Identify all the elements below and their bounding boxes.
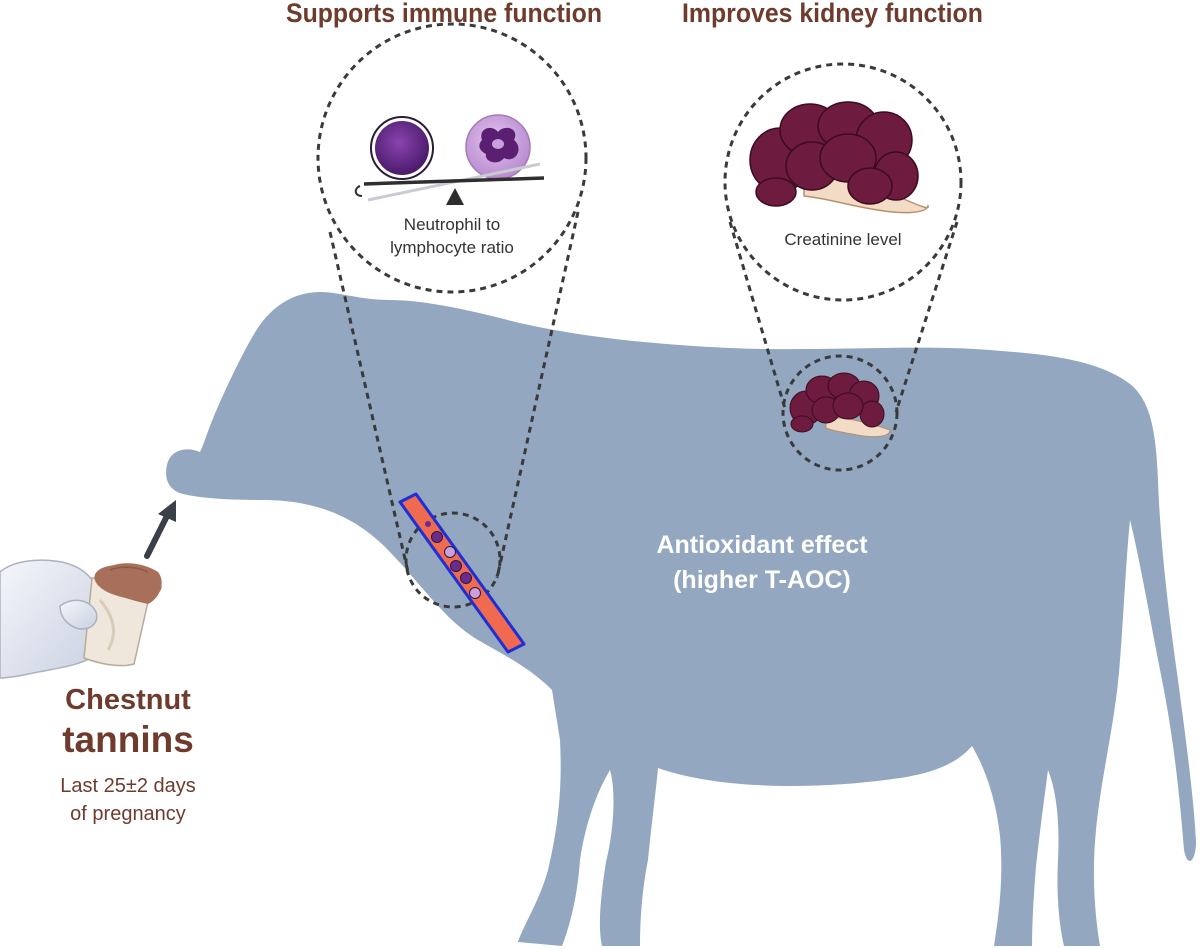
lymphocyte-icon bbox=[370, 116, 434, 180]
cow-silhouette-icon bbox=[166, 292, 1196, 946]
small-kidney-icon bbox=[789, 372, 891, 438]
kidney-icon bbox=[749, 101, 929, 214]
immune-zoom-line-left bbox=[328, 231, 410, 573]
kidney-heading: Improves kidney function bbox=[682, 0, 983, 28]
supplement-name-line2: tannins bbox=[62, 719, 194, 760]
kidney-magnifier-circle bbox=[723, 62, 963, 302]
arrow-icon bbox=[144, 500, 176, 559]
immune-magnifier-circle bbox=[316, 22, 588, 294]
immune-metric-line1: Neutrophil to bbox=[403, 215, 501, 234]
immune-zoom-line-right bbox=[495, 211, 580, 579]
antioxidant-line2: (higher T-AOC) bbox=[673, 566, 851, 594]
supplement-period-line2: of pregnancy bbox=[70, 803, 186, 825]
antioxidant-line1: Antioxidant effect bbox=[656, 531, 868, 559]
powder-jar-icon bbox=[59, 563, 162, 667]
immune-metric-label: Neutrophil to lymphocyte ratio bbox=[372, 213, 532, 259]
immune-heading: Supports immune function bbox=[286, 0, 603, 28]
antioxidant-effect-label: Antioxidant effect (higher T-AOC) bbox=[612, 528, 912, 598]
supplement-name: Chestnut bbox=[65, 684, 191, 716]
kidney-zoom bbox=[723, 62, 963, 472]
blood-vessel-icon bbox=[398, 492, 526, 654]
supplement-period: Last 25±2 days of pregnancy bbox=[38, 772, 218, 828]
supplement-period-line1: Last 25±2 days bbox=[60, 775, 196, 797]
balance-scale-icon bbox=[354, 162, 545, 205]
kidney-focus-circle bbox=[781, 354, 899, 472]
immune-zoom bbox=[316, 22, 588, 609]
kidney-metric-label: Creatinine level bbox=[784, 230, 902, 249]
udder-shape bbox=[930, 738, 962, 758]
kidney-zoom-line-right bbox=[894, 221, 959, 413]
kidney-zoom-line-left bbox=[728, 221, 788, 413]
immune-metric-line2: lymphocyte ratio bbox=[390, 238, 514, 257]
